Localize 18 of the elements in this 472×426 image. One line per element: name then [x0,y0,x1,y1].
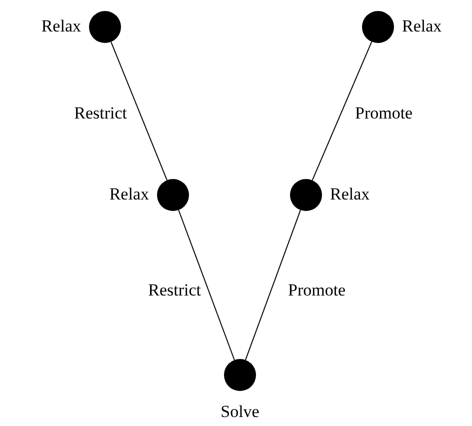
edge-label: Promote [288,282,346,298]
node-label: Relax [41,18,81,35]
edge-label: Restrict [74,104,127,122]
node-label: Relax [330,186,370,203]
connector-line [245,210,301,360]
connector-line [110,41,168,181]
connector-line [178,210,235,360]
node-circle [290,179,322,211]
connector-line [312,41,372,181]
node-circle [224,359,256,391]
node-label: Relax [402,18,442,35]
node-circle [89,11,121,43]
edge-label: Promote [355,104,413,122]
node-label: Relax [109,186,149,203]
node-circle [362,11,394,43]
node-label: Solve [220,403,260,420]
node-circle [157,179,189,211]
edge-label: Restrict [148,282,201,298]
